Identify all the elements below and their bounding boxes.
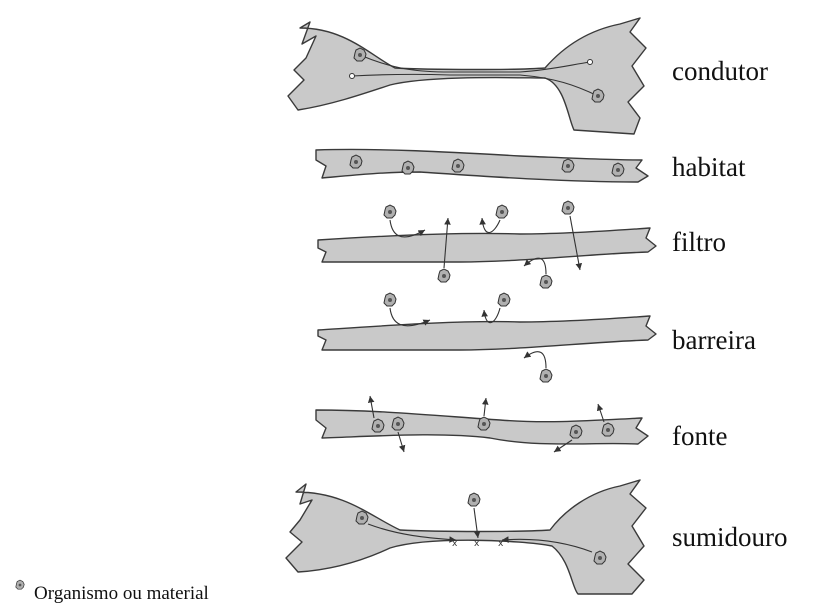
habitat-corridor — [316, 149, 648, 182]
sink-corridor — [286, 480, 646, 594]
organism-icon — [384, 293, 396, 306]
organism-icon — [402, 161, 414, 174]
filter-diagram: filtro — [318, 201, 726, 288]
svg-text:x: x — [452, 539, 458, 549]
organism-icon — [354, 48, 366, 61]
conductor-label: condutor — [672, 56, 768, 86]
legend: Organismo ou material — [16, 580, 209, 604]
organism-icon — [602, 423, 614, 436]
conductor-corridor — [288, 18, 646, 134]
filter-corridor — [318, 228, 656, 262]
organism-icon — [16, 580, 24, 589]
organism-icon — [562, 201, 574, 214]
organism-icon — [496, 205, 508, 218]
organism-icon — [452, 159, 464, 172]
conductor-diagram: condutor — [288, 18, 768, 134]
sink-label: sumidouro — [672, 522, 788, 552]
sink-diagram: x x x sumidouro — [286, 480, 788, 594]
organism-icon — [372, 419, 384, 432]
organism-icon — [498, 293, 510, 306]
habitat-diagram: habitat — [316, 149, 746, 182]
organism-icon — [540, 275, 552, 288]
organism-icon — [392, 417, 404, 430]
organism-icon — [384, 205, 396, 218]
organism-icon — [350, 155, 362, 168]
organism-icon — [478, 417, 490, 430]
organism-icon — [612, 163, 624, 176]
organism-icon — [562, 159, 574, 172]
habitat-label: habitat — [672, 152, 746, 182]
svg-text:x: x — [474, 539, 480, 549]
svg-text:x: x — [498, 539, 504, 549]
organism-icon — [468, 493, 480, 506]
barrier-label: barreira — [672, 325, 756, 355]
barrier-diagram: barreira — [318, 293, 756, 382]
source-label: fonte — [672, 421, 727, 451]
organism-icon — [438, 269, 450, 282]
organism-icon — [540, 369, 552, 382]
organism-icon — [570, 425, 582, 438]
filter-label: filtro — [672, 227, 726, 257]
organism-icon — [594, 551, 606, 564]
legend-text: Organismo ou material — [34, 583, 209, 604]
organism-icon — [356, 511, 368, 524]
organism-icon — [592, 89, 604, 102]
source-diagram: fonte — [316, 396, 727, 452]
